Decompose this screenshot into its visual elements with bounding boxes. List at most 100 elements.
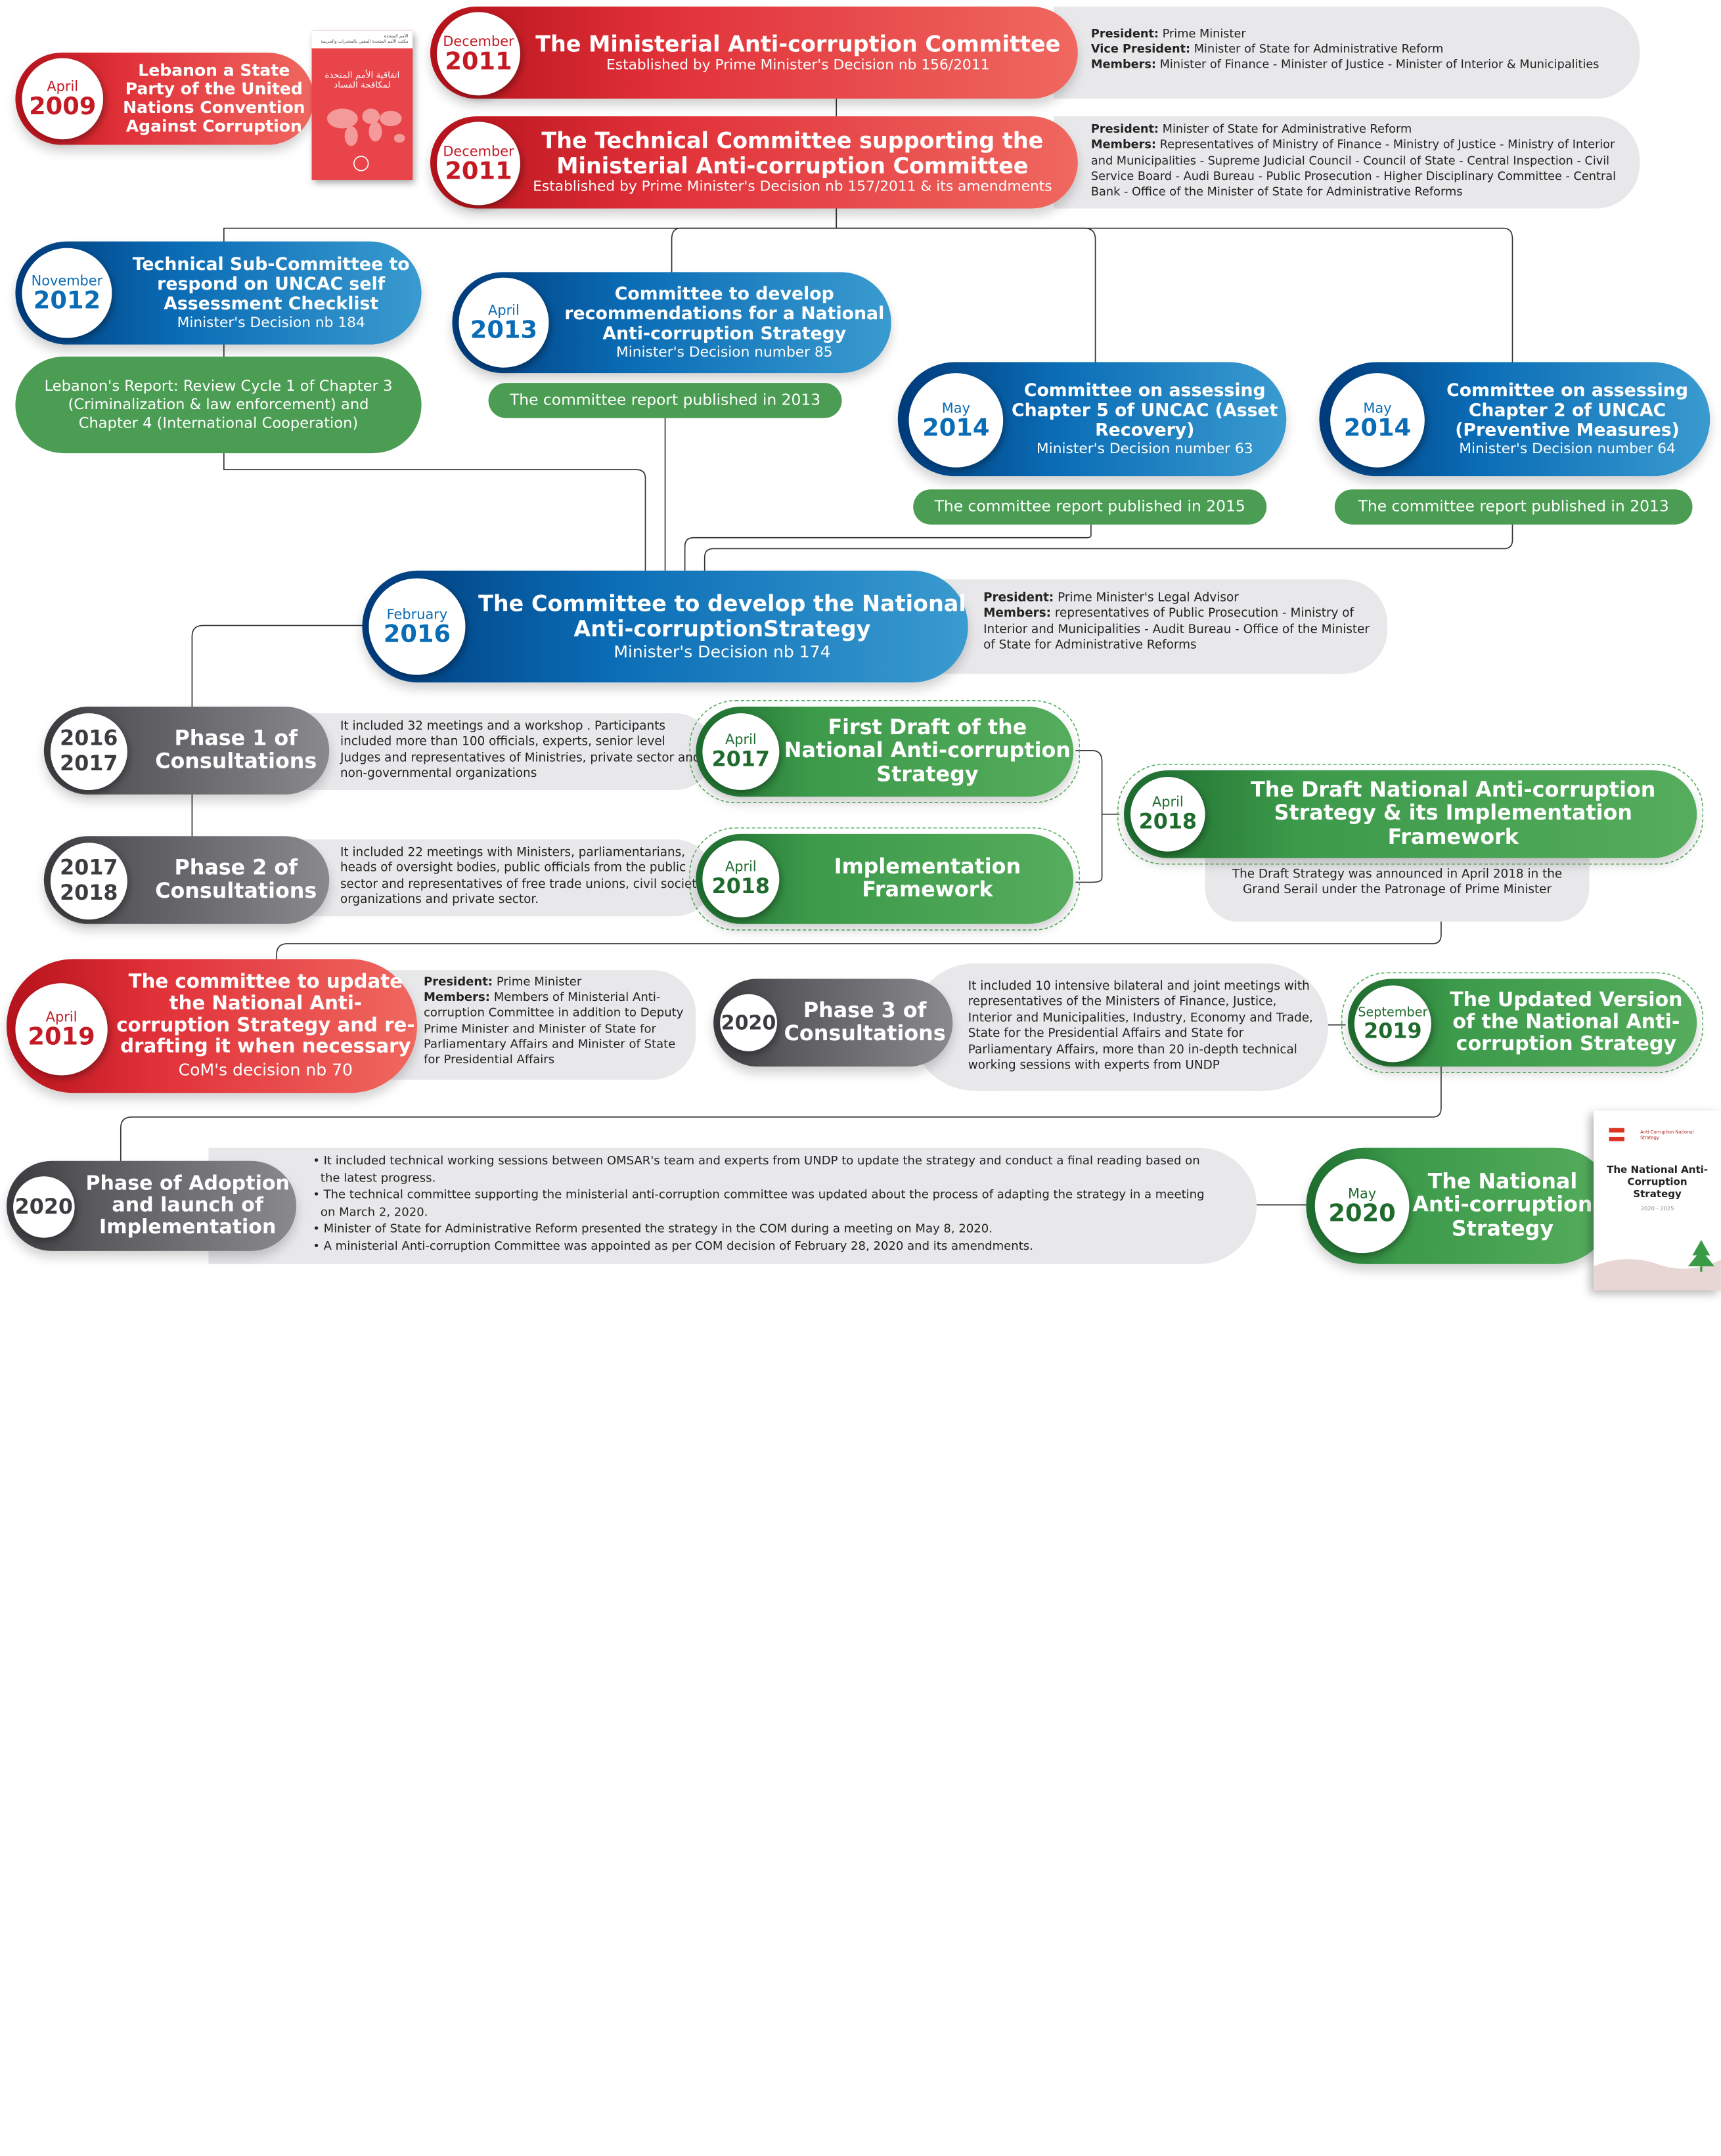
year: 2014 bbox=[922, 414, 990, 442]
label: Members: bbox=[983, 606, 1052, 621]
node-title: Phase 1 of Consultations bbox=[155, 726, 317, 774]
node-title: The Technical Committee supporting the M… bbox=[541, 127, 1044, 179]
node-title: Committee on assessing Chapter 2 of UNCA… bbox=[1446, 379, 1688, 440]
year: 2019 bbox=[1364, 1019, 1422, 1044]
node-title: Implementation Framework bbox=[834, 854, 1021, 902]
label: President: bbox=[1090, 123, 1159, 137]
phase-description: It included 10 intensive bilateral and j… bbox=[968, 979, 1313, 1072]
book-header: الأمم المتحدة مكتب الأمم المتحدة المعني … bbox=[311, 30, 413, 49]
info-p3: It included 10 intensive bilateral and j… bbox=[910, 963, 1328, 1091]
node-title: The Ministerial Anti-corruption Committe… bbox=[535, 30, 1061, 57]
month: May bbox=[1347, 1184, 1377, 1201]
node-title: The Committee to develop the National An… bbox=[478, 590, 966, 642]
month: February bbox=[386, 605, 448, 622]
year: 2020 bbox=[14, 1194, 74, 1219]
year-start: 2017 bbox=[60, 856, 118, 881]
year: 2011 bbox=[445, 157, 512, 185]
uncac-book-cover: الأمم المتحدة مكتب الأمم المتحدة المعني … bbox=[311, 30, 413, 181]
year: 2016 bbox=[383, 620, 451, 648]
month: April bbox=[488, 301, 520, 318]
report-ch2: The committee report published in 2013 bbox=[1334, 489, 1693, 525]
info-pa: • It included technical working sessions… bbox=[208, 1147, 1257, 1264]
node-title: The Draft National Anti-corruption Strat… bbox=[1251, 778, 1656, 849]
step-text: Minister of State for Administrative Ref… bbox=[323, 1221, 993, 1236]
world-map-icon bbox=[326, 108, 405, 146]
book-logo-text: Anti-Corruption National Strategy bbox=[1640, 1129, 1694, 1141]
year: 2018 bbox=[1138, 809, 1197, 834]
step-text: A ministerial Anti-corruption Committee … bbox=[323, 1238, 1033, 1253]
president: Prime Minister bbox=[496, 974, 582, 989]
members: Representatives of Ministry of Finance -… bbox=[1090, 138, 1617, 200]
members: Minister of Finance - Minister of Justic… bbox=[1159, 58, 1599, 72]
node-title: Phase of Adoption and launch of Implemen… bbox=[85, 1172, 290, 1239]
year: 2020 bbox=[1328, 1200, 1396, 1227]
un-emblem-icon bbox=[353, 156, 369, 171]
year-badge: 2020 bbox=[13, 1176, 75, 1238]
year-end: 2018 bbox=[60, 881, 118, 906]
label: Vice President: bbox=[1090, 43, 1191, 56]
dashed-frame bbox=[1341, 972, 1704, 1074]
month: April bbox=[1151, 793, 1184, 810]
president: Prime Minister's Legal Advisor bbox=[1058, 590, 1239, 605]
strategy-book-cover: Anti-Corruption National Strategy The Na… bbox=[1594, 1110, 1721, 1290]
president: Prime Minister bbox=[1162, 27, 1246, 41]
phase-description: It included 22 meetings with Ministers, … bbox=[340, 845, 704, 907]
report-text: The committee report published in 2015 bbox=[934, 498, 1245, 516]
node-draft: The Draft National Anti-corruption Strat… bbox=[1124, 770, 1697, 858]
label: Members: bbox=[423, 990, 490, 1005]
book-logos: Anti-Corruption National Strategy bbox=[1594, 1111, 1721, 1141]
year-start: 2016 bbox=[60, 726, 118, 751]
node-title: The Updated Version of the National Anti… bbox=[1450, 988, 1683, 1056]
node-title: Technical Sub-Committee to respond on UN… bbox=[132, 253, 410, 314]
members: representatives of Public Prosecution - … bbox=[983, 606, 1370, 652]
month: April bbox=[45, 1007, 78, 1024]
month: April bbox=[725, 857, 757, 874]
info-dev: President: Prime Minister's Legal Adviso… bbox=[933, 579, 1388, 674]
connector-lines bbox=[120, 97, 1513, 1206]
report-text: Lebanon's Report: Review Cycle 1 of Chap… bbox=[44, 376, 393, 432]
node-title: Phase 3 of Consultations bbox=[784, 998, 946, 1046]
node-title: The National Anti-corruption Strategy bbox=[1412, 1170, 1593, 1241]
node-subtitle: Minister's Decision nb 174 bbox=[614, 642, 831, 662]
year: 2020 bbox=[721, 1011, 776, 1034]
node-mac: The Ministerial Anti-corruption Committe… bbox=[430, 7, 1078, 99]
node-title: Committee to develop recommendations for… bbox=[564, 282, 885, 343]
node-p3: Phase 3 of Consultations bbox=[713, 979, 953, 1067]
year: 2017 bbox=[711, 747, 771, 771]
node-pa: Phase of Adoption and launch of Implemen… bbox=[7, 1160, 297, 1251]
month: April bbox=[725, 730, 757, 747]
list-item: • It included technical working sessions… bbox=[313, 1153, 1200, 1185]
lebanon-flag-icon bbox=[1608, 1128, 1624, 1141]
year-badge: 2020 bbox=[720, 994, 777, 1051]
label: President: bbox=[423, 974, 493, 989]
president: Minister of State for Administrative Ref… bbox=[1162, 123, 1412, 137]
label: Members: bbox=[1090, 138, 1156, 152]
node-title: Phase 2 of Consultations bbox=[155, 855, 317, 904]
step-text: It included technical working sessions b… bbox=[320, 1153, 1200, 1185]
year: 2011 bbox=[445, 47, 512, 76]
month: May bbox=[941, 399, 970, 416]
book-title: اتفاقية الأمم المتحدة لمكافحة الفساد bbox=[324, 70, 400, 91]
year: 2012 bbox=[33, 286, 101, 315]
node-subtitle: Minister's Decision nb 184 bbox=[177, 314, 365, 331]
node-subtitle: Minister's Decision number 85 bbox=[615, 343, 833, 361]
report-rec: The committee report published in 2013 bbox=[488, 383, 842, 418]
members: Members of Ministerial Anti-corruption C… bbox=[423, 990, 684, 1067]
note-text: The Draft Strategy was announced in Apri… bbox=[1232, 867, 1563, 897]
year: 2014 bbox=[1343, 414, 1412, 442]
year-end: 2017 bbox=[60, 751, 118, 776]
node-tc: The Technical Committee supporting the M… bbox=[430, 116, 1078, 209]
year: 2009 bbox=[29, 93, 97, 120]
report-tsc: Lebanon's Report: Review Cycle 1 of Chap… bbox=[15, 357, 422, 454]
